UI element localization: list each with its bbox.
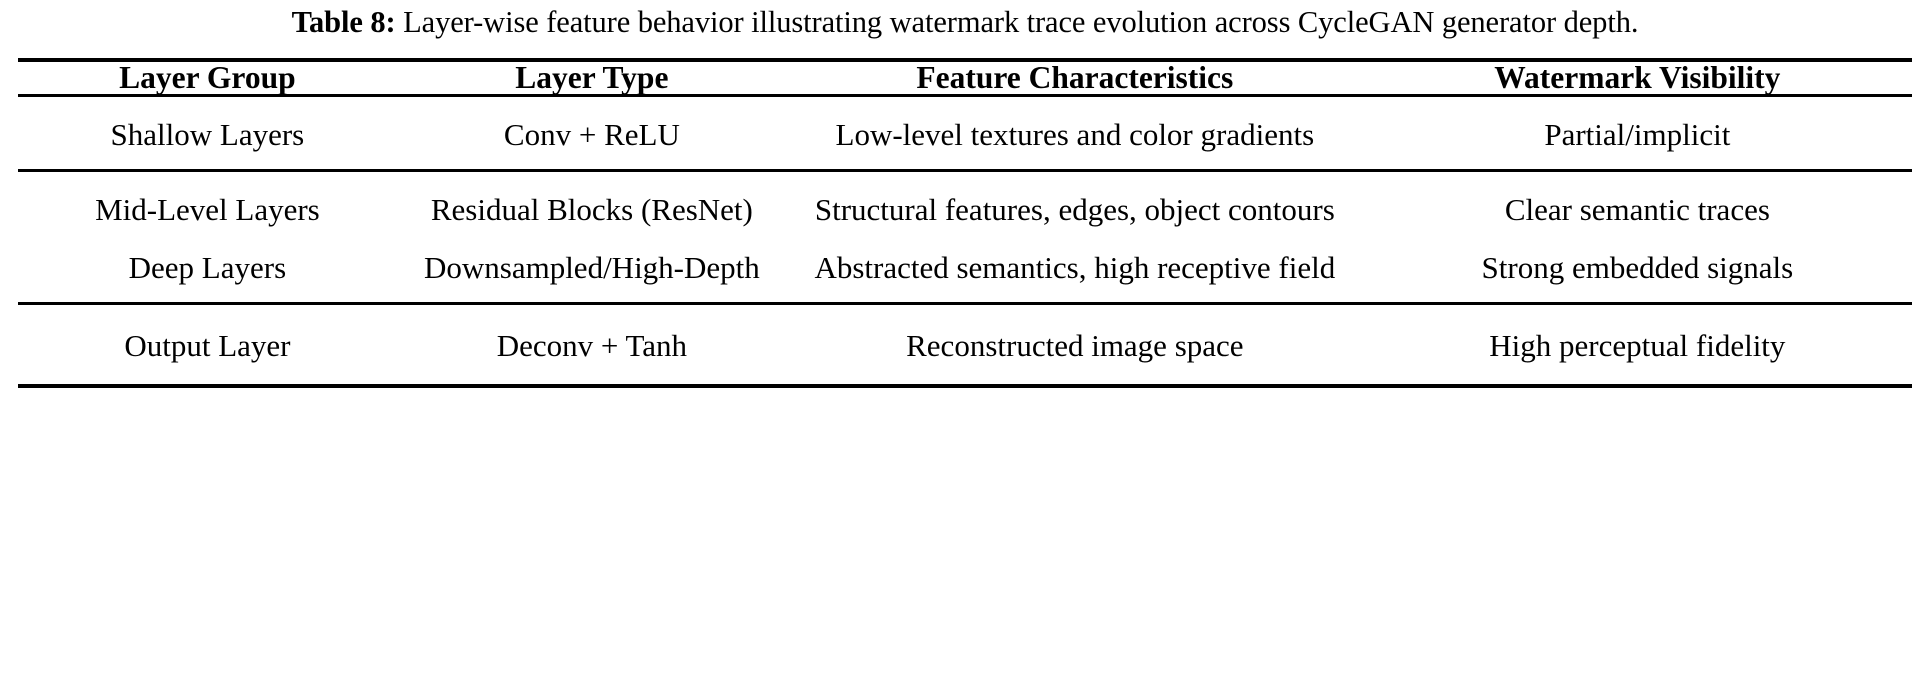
cell-watermark-visibility: Partial/implicit bbox=[1544, 116, 1731, 152]
table-caption: Table 8: Layer-wise feature behavior ill… bbox=[18, 0, 1912, 42]
cell-watermark-visibility: High perceptual fidelity bbox=[1489, 327, 1786, 363]
cell-feature-characteristics: Structural features, edges, object conto… bbox=[814, 191, 1335, 227]
table-row: Mid-Level Layers Residual Blocks (ResNet… bbox=[18, 172, 1912, 234]
cell-watermark-visibility: Strong embedded signals bbox=[1481, 249, 1794, 285]
table-row: Output Layer Deconv + Tanh Reconstructed… bbox=[18, 305, 1912, 384]
row-separator-rule bbox=[18, 168, 1912, 172]
cell-layer-type: Residual Blocks (ResNet) bbox=[430, 191, 753, 227]
table-top-rule bbox=[18, 58, 1912, 62]
rule-cell bbox=[18, 93, 1912, 97]
rule-cell bbox=[18, 301, 1912, 305]
cell-watermark-visibility: Clear semantic traces bbox=[1504, 191, 1770, 227]
cell-layer-group: Mid-Level Layers bbox=[95, 191, 320, 227]
column-header-layer-group: Layer Group bbox=[119, 60, 296, 95]
layer-behavior-table: Layer Group Layer Type Feature Character… bbox=[18, 62, 1912, 384]
row-separator-rule bbox=[18, 301, 1912, 305]
caption-text: Layer-wise feature behavior illustrating… bbox=[403, 5, 1639, 39]
header-row: Layer Group Layer Type Feature Character… bbox=[18, 62, 1912, 94]
cell-feature-characteristics: Low-level textures and color gradients bbox=[835, 116, 1315, 152]
column-header-feature-characteristics: Feature Characteristics bbox=[916, 60, 1234, 95]
table-bottom-rule bbox=[18, 383, 1912, 388]
rule-cell bbox=[18, 168, 1912, 172]
cell-feature-characteristics: Abstracted semantics, high receptive fie… bbox=[814, 249, 1336, 285]
cell-layer-type: Deconv + Tanh bbox=[496, 327, 688, 363]
column-header-layer-type: Layer Type bbox=[515, 60, 669, 95]
cell-layer-type: Conv + ReLU bbox=[503, 116, 680, 152]
table-row: Shallow Layers Conv + ReLU Low-level tex… bbox=[18, 97, 1912, 169]
caption-label: Table 8: bbox=[291, 5, 396, 39]
cell-feature-characteristics: Reconstructed image space bbox=[906, 327, 1244, 363]
header-separator-rule bbox=[18, 93, 1912, 97]
cell-layer-group: Shallow Layers bbox=[110, 116, 305, 152]
table-header: Layer Group Layer Type Feature Character… bbox=[18, 62, 1912, 94]
cell-layer-type: Downsampled/High-Depth bbox=[423, 249, 760, 285]
cell-layer-group: Output Layer bbox=[124, 327, 291, 363]
column-header-watermark-visibility: Watermark Visibility bbox=[1494, 60, 1781, 95]
table-row: Deep Layers Downsampled/High-Depth Abstr… bbox=[18, 234, 1912, 302]
table-body: Shallow Layers Conv + ReLU Low-level tex… bbox=[18, 93, 1912, 384]
cell-layer-group: Deep Layers bbox=[128, 249, 287, 285]
